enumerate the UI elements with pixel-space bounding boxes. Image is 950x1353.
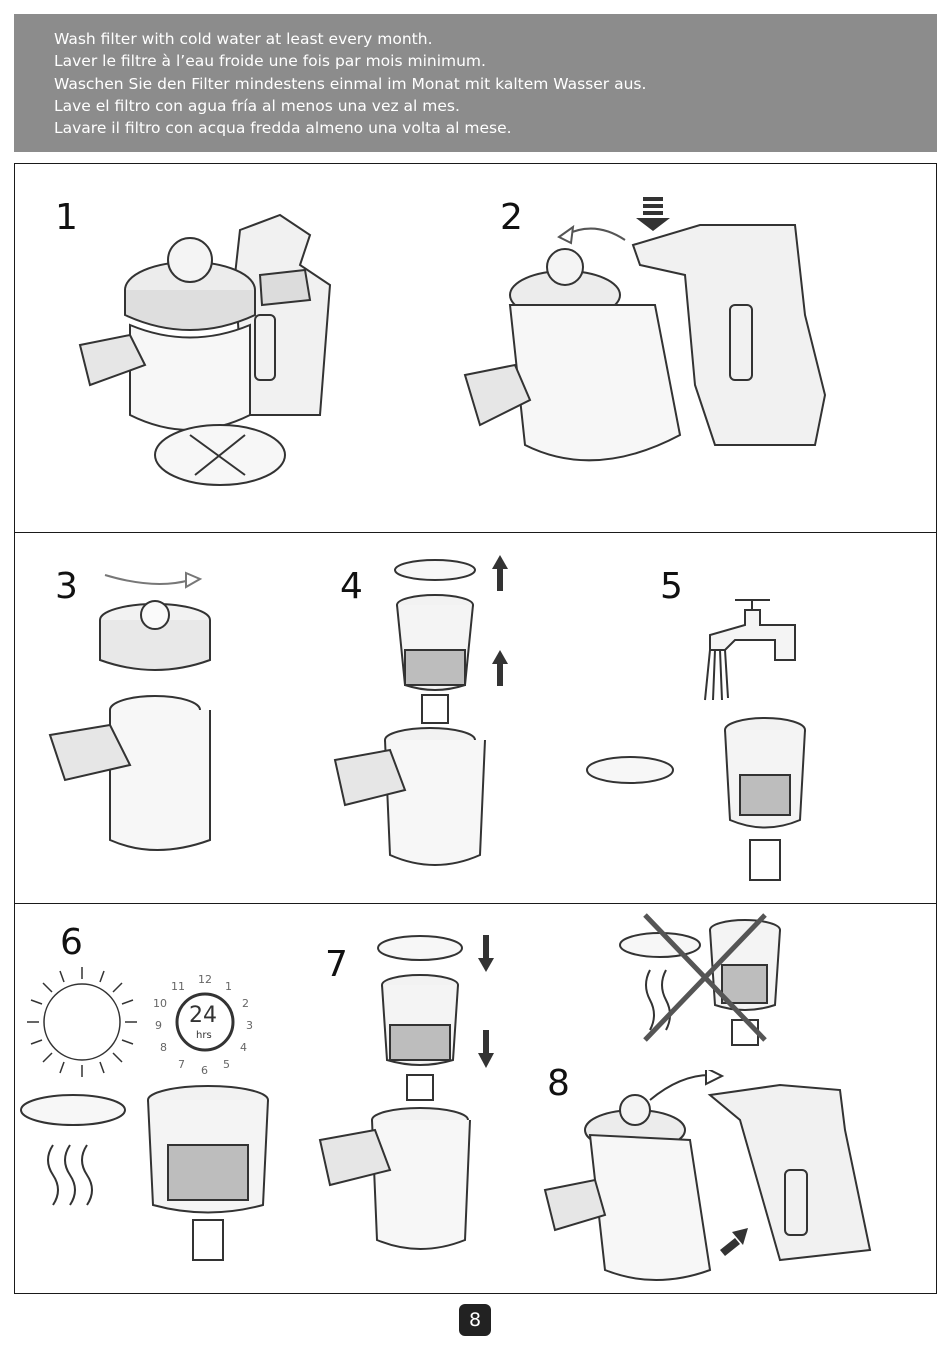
cross-icon: [643, 913, 767, 1042]
step4-filter-removal-illustration: [333, 555, 508, 866]
clock-hour-1: 1: [225, 980, 232, 993]
rotate-arrow-icon: [104, 574, 191, 585]
step5-wash-filter-illustration: [586, 599, 806, 881]
step-number-7: 7: [325, 944, 348, 985]
filter-ring: [394, 559, 476, 581]
instruction-it: Lavare il filtro con acqua fredda almeno…: [54, 119, 512, 138]
row-divider-2: [14, 903, 937, 904]
step-number-1: 1: [55, 197, 78, 238]
step1-vacuum-illustration: [78, 213, 332, 486]
clock-hour-3: 3: [246, 1019, 253, 1032]
step7-filter-reinstall-illustration: [318, 935, 494, 1250]
step-number-3: 3: [55, 566, 78, 607]
step2-vacuum-separation-illustration: [463, 197, 827, 462]
clock-hour-11: 11: [171, 980, 185, 993]
curved-arrow-icon: [564, 227, 626, 241]
clock-hour-10: 10: [153, 997, 167, 1010]
up-arrow-icon: [492, 555, 508, 686]
instruction-es: Lave el filtro con agua fría al menos un…: [54, 96, 460, 115]
step-number-8: 8: [547, 1063, 570, 1104]
step8-reassemble-illustration: [543, 1070, 872, 1281]
sun-icon: [27, 967, 137, 1077]
row-divider-1: [14, 532, 937, 533]
clock-hour-6: 6: [201, 1064, 208, 1077]
curved-arrow-icon: [649, 1074, 711, 1101]
insert-arrow-icon: [720, 1228, 748, 1256]
instruction-fr: Laver le filtre à l’eau froide une fois …: [54, 52, 486, 71]
step-number-5: 5: [660, 566, 683, 607]
step-number-2: 2: [500, 197, 523, 238]
down-arrow-icon: [478, 935, 494, 1068]
filter-ring: [377, 935, 463, 961]
instruction-frame: [14, 163, 937, 1294]
clock-center-number: 24: [189, 1003, 217, 1028]
instruction-banner: Wash filter with cold water at least eve…: [14, 14, 937, 152]
filter-ring: [586, 756, 674, 784]
clock-hour-12: 12: [198, 973, 212, 986]
water-tap-icon: [704, 599, 796, 701]
down-arrow-icon: [636, 197, 670, 231]
step6-drying-illustration: [20, 1085, 269, 1261]
step3-cyclone-removal-illustration: [48, 571, 211, 851]
clock-hour-5: 5: [223, 1058, 230, 1071]
page-number-badge: 8: [459, 1304, 491, 1336]
clock-hour-4: 4: [240, 1041, 247, 1054]
clock-center-unit: hrs: [196, 1030, 212, 1041]
clock-hour-9: 9: [155, 1019, 162, 1032]
clock-hour-8: 8: [160, 1041, 167, 1054]
step-number-4: 4: [340, 566, 363, 607]
clock-hour-2: 2: [242, 997, 249, 1010]
instruction-de: Waschen Sie den Filter mindestens einmal…: [54, 74, 647, 93]
step-number-6: 6: [60, 922, 83, 963]
filter-ring: [20, 1094, 126, 1126]
instruction-en: Wash filter with cold water at least eve…: [54, 30, 433, 48]
clock-hour-7: 7: [178, 1058, 185, 1071]
heat-waves-icon: [47, 1144, 93, 1206]
no-heat-drying-warning-illustration: [619, 913, 781, 1046]
clock-24hrs-icon: 24 hrs 12 1 2 3 4 5 6 7 8 9 10 11: [145, 970, 265, 1080]
